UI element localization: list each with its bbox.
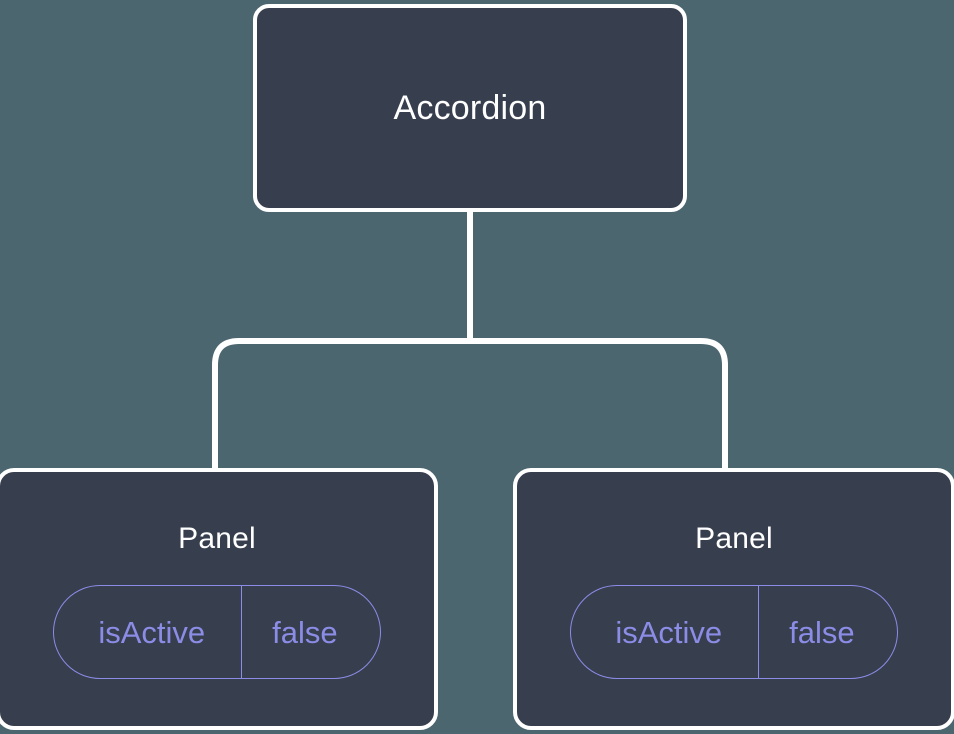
prop-key-right: isActive: [615, 614, 723, 650]
node-panel-right[interactable]: Panel isActive false: [513, 468, 954, 730]
prop-value-left: false: [241, 586, 379, 678]
connector-bracket-left: [212, 338, 470, 472]
prop-key-left: isActive: [98, 614, 206, 650]
node-panel-right-label: Panel: [695, 522, 773, 555]
prop-badge-right[interactable]: isActive false: [570, 585, 898, 679]
prop-badge-left[interactable]: isActive false: [53, 585, 381, 679]
prop-value-right: false: [758, 586, 896, 678]
node-accordion-label: Accordion: [393, 89, 547, 127]
node-panel-left[interactable]: Panel isActive false: [0, 468, 438, 730]
node-accordion[interactable]: Accordion: [253, 4, 687, 212]
connector-bracket-right: [470, 338, 728, 472]
node-panel-left-label: Panel: [178, 522, 256, 555]
